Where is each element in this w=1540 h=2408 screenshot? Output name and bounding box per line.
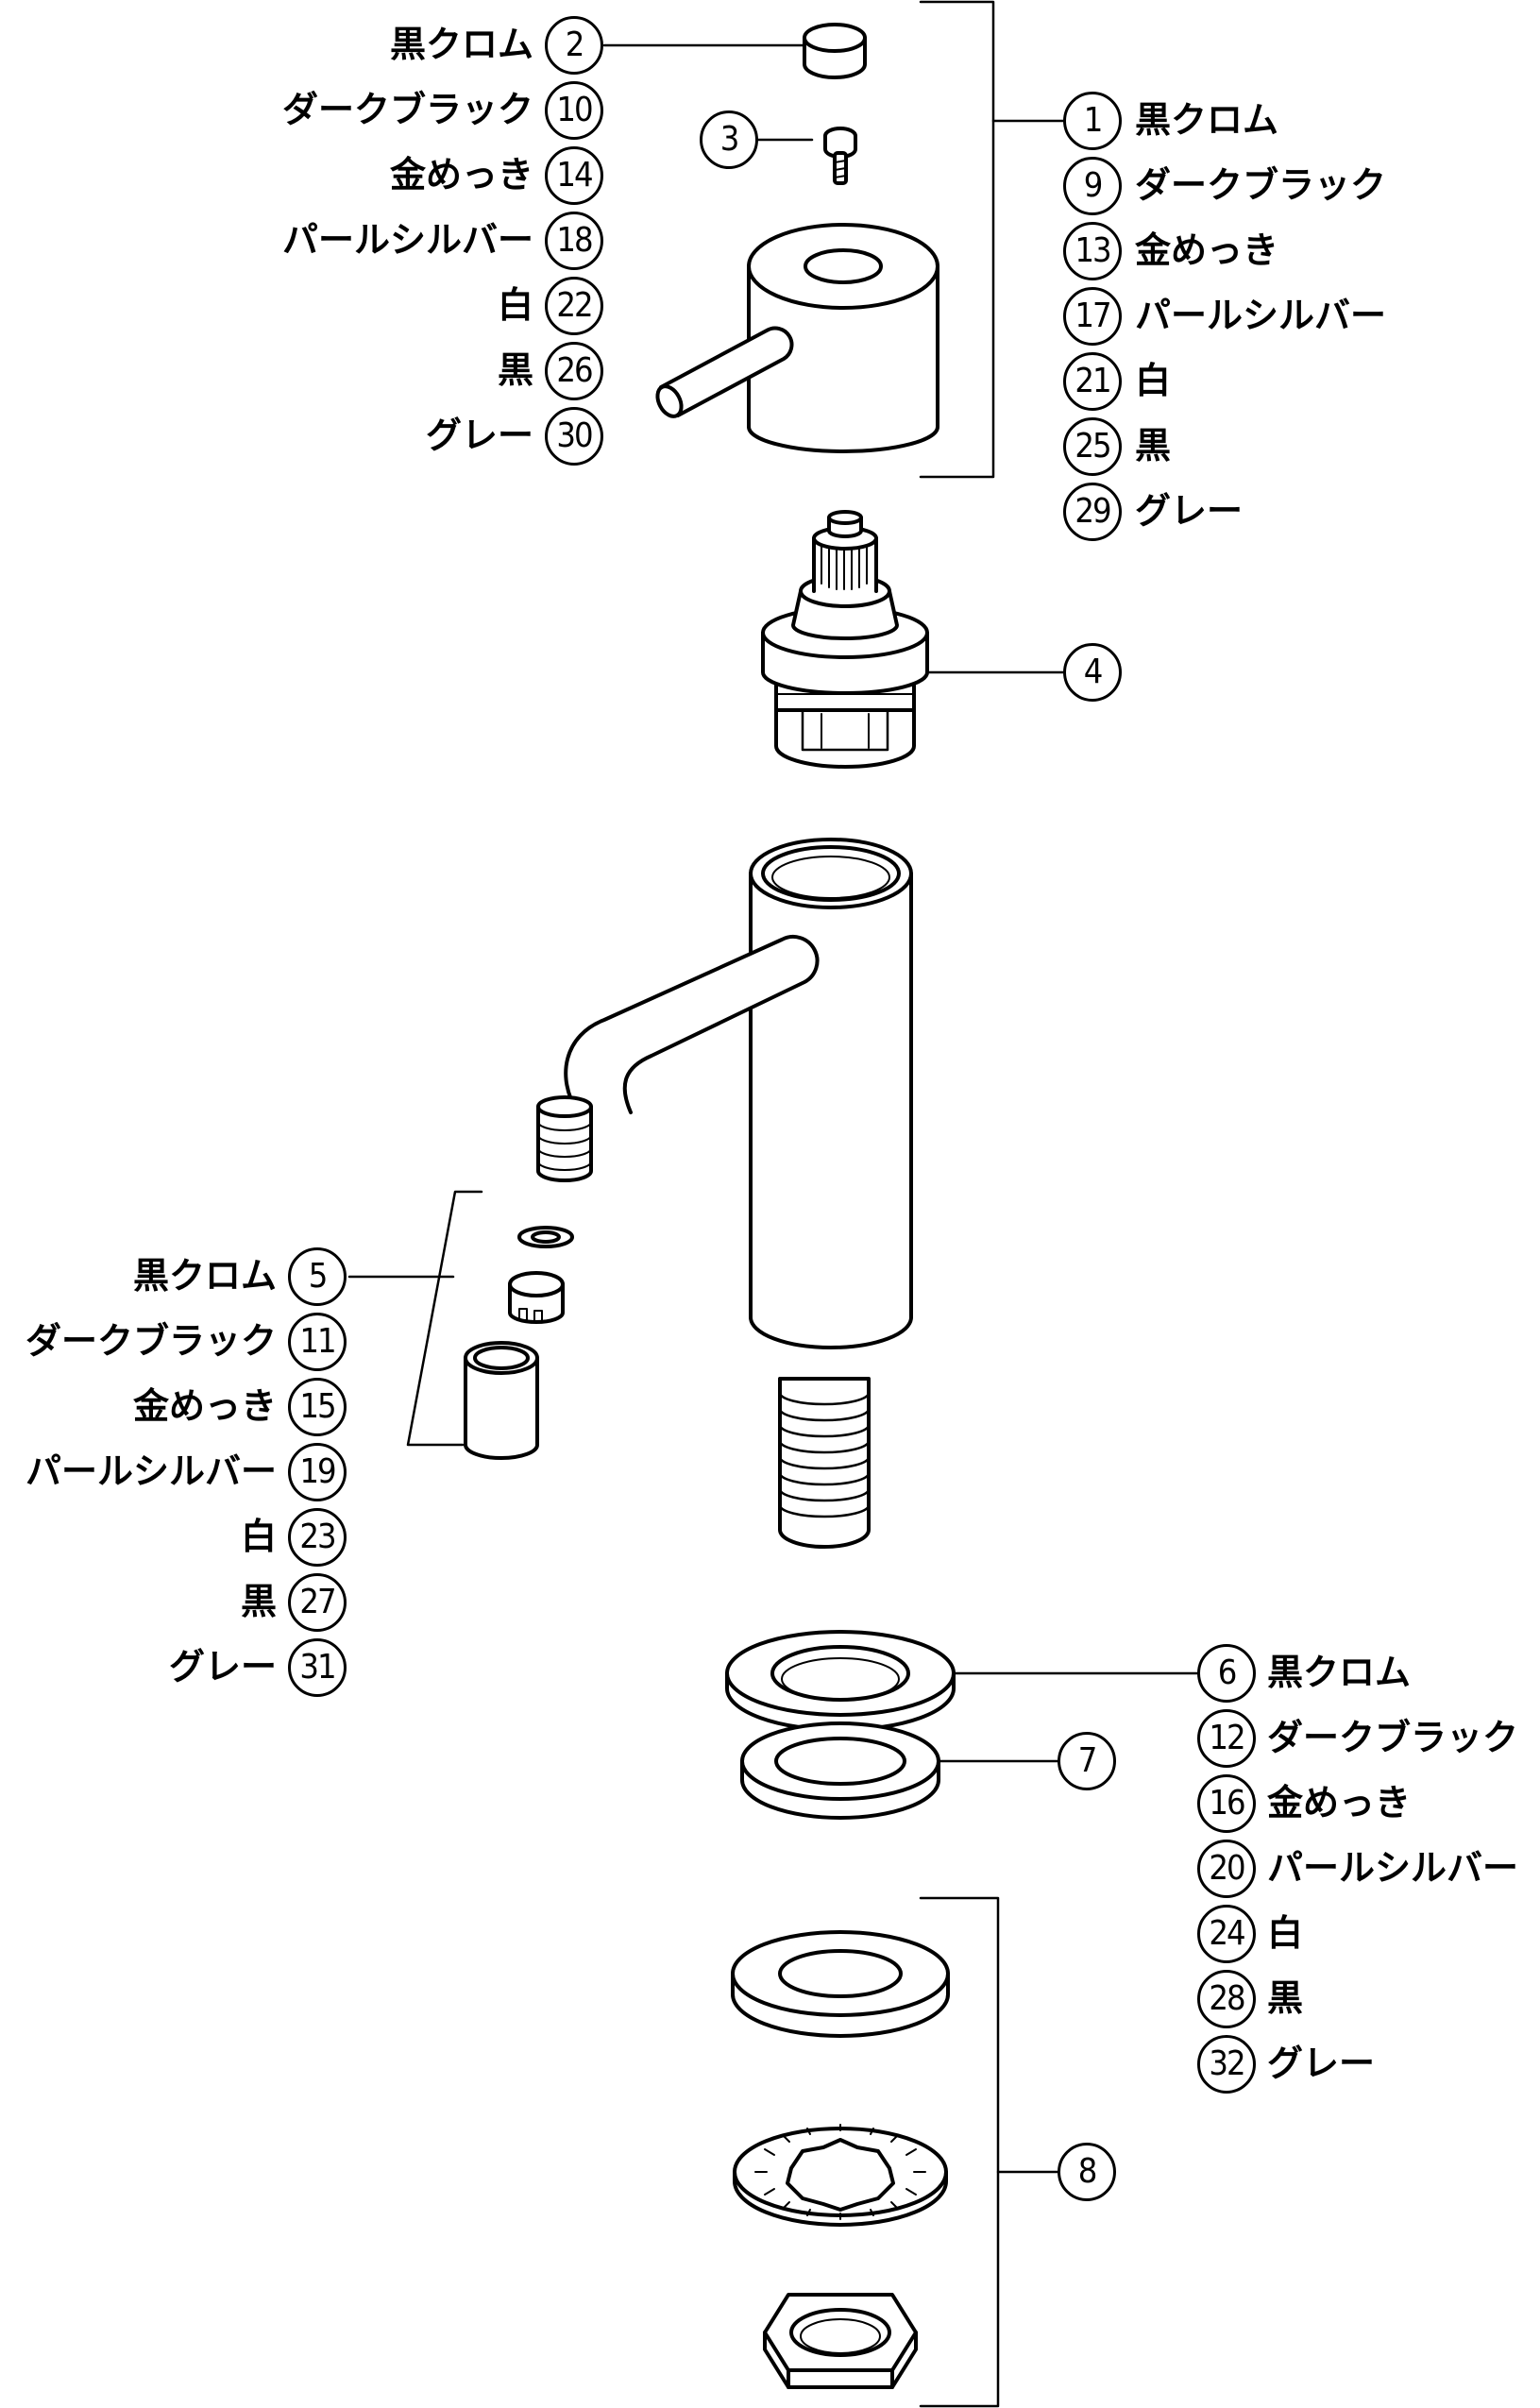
callout-label: グレー xyxy=(425,415,533,456)
callout-number: 16 xyxy=(1197,1774,1256,1833)
callout-number: 25 xyxy=(1063,417,1122,476)
callout-number: 9 xyxy=(1063,157,1122,215)
callout-number: 24 xyxy=(1197,1905,1256,1963)
callout-label: パールシルバー xyxy=(25,1450,277,1492)
callout-number-gasket: 7 xyxy=(1058,1732,1116,1790)
callout-label: 黒クロム xyxy=(1135,99,1279,141)
callout-label: 黒クロム xyxy=(389,24,533,65)
callout-label: グレー xyxy=(1267,2043,1376,2084)
callout-number: 10 xyxy=(545,81,603,140)
callout-number: 28 xyxy=(1197,1970,1256,2028)
handle-part xyxy=(655,223,939,453)
aerator-part xyxy=(464,1226,574,1460)
callout-label: 黒 xyxy=(240,1581,277,1622)
callout-label: 黒 xyxy=(497,349,533,391)
callout-number: 21 xyxy=(1063,352,1122,411)
callout-label: 黒 xyxy=(1135,425,1172,466)
callout-number-mount-set: 8 xyxy=(1058,2143,1116,2201)
callout-label: 金めっき xyxy=(132,1385,277,1427)
gasket-part xyxy=(740,1721,940,1820)
callout-number: 12 xyxy=(1197,1709,1256,1768)
callout-label: ダークブラック xyxy=(281,89,533,130)
callout-label: グレー xyxy=(168,1646,277,1687)
callout-label: パールシルバー xyxy=(1267,1847,1519,1889)
callout-number: 31 xyxy=(288,1638,347,1697)
callout-number: 23 xyxy=(288,1508,347,1567)
callout-number: 6 xyxy=(1197,1644,1256,1703)
leader-lines xyxy=(347,0,1199,2408)
callout-number: 22 xyxy=(545,277,603,335)
callout-label: 黒クロム xyxy=(1267,1652,1412,1693)
screw-part xyxy=(823,127,857,185)
washer-part xyxy=(725,1630,956,1732)
callout-label: 金めっき xyxy=(389,154,533,195)
callout-label: グレー xyxy=(1135,490,1244,532)
callout-number: 20 xyxy=(1197,1840,1256,1898)
callout-number: 18 xyxy=(545,212,603,270)
callout-number-screw: 3 xyxy=(700,110,758,169)
callout-number: 19 xyxy=(288,1443,347,1501)
callout-number: 14 xyxy=(545,146,603,205)
callout-label: ダークブラック xyxy=(1135,164,1387,206)
cartridge-part xyxy=(761,510,929,769)
cap-part xyxy=(803,23,867,79)
callout-number: 5 xyxy=(288,1247,347,1306)
callout-label: ダークブラック xyxy=(1267,1717,1519,1758)
callout-label: 白 xyxy=(1267,1912,1304,1954)
callout-number: 32 xyxy=(1197,2035,1256,2094)
callout-number: 27 xyxy=(288,1573,347,1632)
faucet-body-part xyxy=(536,838,913,1549)
callout-number: 26 xyxy=(545,342,603,400)
callout-number: 29 xyxy=(1063,483,1122,541)
mount-set-part xyxy=(731,1930,950,2389)
callout-number-cartridge: 4 xyxy=(1063,643,1122,702)
callout-label: 白 xyxy=(240,1516,277,1557)
callout-number: 2 xyxy=(545,16,603,75)
callout-label: 金めっき xyxy=(1135,229,1279,271)
callout-label: ダークブラック xyxy=(25,1320,277,1362)
callout-label: 金めっき xyxy=(1267,1782,1412,1823)
callout-number: 1 xyxy=(1063,92,1122,150)
callout-label: 白 xyxy=(1135,360,1172,401)
callout-number: 30 xyxy=(545,407,603,466)
callout-label: 白 xyxy=(497,284,533,326)
callout-label: 黒クロム xyxy=(132,1255,277,1297)
callout-label: パールシルバー xyxy=(281,219,533,261)
callout-number: 11 xyxy=(288,1313,347,1371)
callout-number: 15 xyxy=(288,1378,347,1436)
callout-label: パールシルバー xyxy=(1135,295,1387,336)
callout-number: 13 xyxy=(1063,222,1122,280)
callout-label: 黒 xyxy=(1267,1977,1304,2019)
callout-number: 17 xyxy=(1063,287,1122,346)
